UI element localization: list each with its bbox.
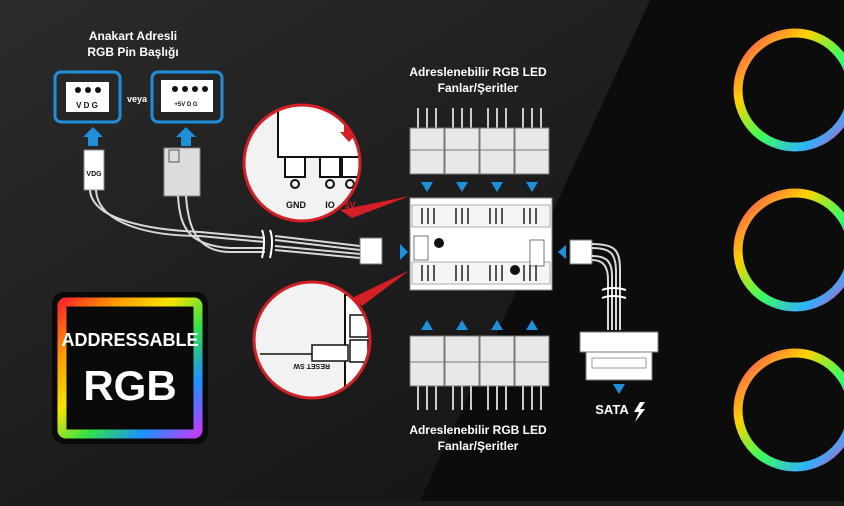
zoom-reset-switch: RESET SW — [252, 280, 372, 400]
addressable-rgb-badge: ADDRESSABLE RGB — [52, 292, 208, 444]
zoom1-pointer — [340, 196, 410, 218]
top-fans-title-line1: Adreslenebilir RGB LED — [409, 65, 547, 79]
header-vdg-label: V D G — [76, 101, 98, 110]
top-fan-connectors — [409, 108, 550, 175]
pin-5v-label: 5V — [344, 200, 355, 210]
header-5vdg-connector: +5V D G — [150, 70, 224, 124]
bottom-fans-title-line1: Adreslenebilir RGB LED — [409, 423, 547, 437]
bottom-fans-title-line2: Fanlar/Şeritler — [438, 439, 519, 453]
hub-input-plug — [359, 237, 383, 265]
top-fan-connector — [409, 108, 445, 175]
zoom-header-pins: GND IO 5V — [242, 103, 362, 223]
power-input-plug — [569, 239, 593, 265]
reset-sw-label: RESET SW — [293, 362, 330, 369]
sata-connector — [579, 331, 659, 381]
header-title-line2: RGB Pin Başlığı — [87, 45, 178, 59]
bottom-fan-arrows — [421, 320, 538, 330]
vdg-cable-label: VDG — [86, 171, 102, 178]
top-fan-arrows — [421, 182, 538, 192]
rgb-ring-bottom — [733, 348, 844, 472]
bottom-fan-connectors — [409, 335, 550, 410]
rgb-hub-board — [409, 197, 553, 291]
cable-break-mark — [261, 229, 273, 259]
sata-cable — [591, 243, 621, 330]
badge-line1: ADDRESSABLE — [61, 330, 198, 350]
top-fan-connector — [479, 108, 515, 175]
sata-arrow — [613, 384, 625, 394]
power-input-arrow — [558, 245, 566, 259]
hub-input-arrow — [400, 244, 408, 260]
rgb-ring-top — [733, 28, 844, 152]
top-fan-connector — [514, 108, 550, 175]
top-fans-title-line2: Fanlar/Şeritler — [438, 81, 519, 95]
header-title-line1: Anakart Adresli — [89, 29, 177, 43]
pin-io-label: IO — [325, 200, 335, 210]
5vdg-plug — [163, 147, 201, 197]
rgb-ring-middle — [733, 188, 844, 312]
header-vdg-connector: V D G — [53, 70, 122, 124]
bottom-fan-connector — [514, 335, 550, 410]
power-bolt-icon — [634, 402, 645, 422]
sata-cable-break — [601, 287, 627, 299]
bottom-fan-connector — [479, 335, 515, 410]
pin-gnd-label: GND — [286, 200, 307, 210]
main-cable — [89, 189, 361, 259]
vdg-plug: VDG — [83, 149, 105, 191]
badge-line2: RGB — [83, 362, 176, 409]
zoom2-pointer — [352, 270, 410, 306]
header-arrows — [83, 127, 196, 146]
bottom-fan-connector — [409, 335, 445, 410]
sata-label: SATA — [595, 402, 629, 417]
bottom-fan-connector — [444, 335, 480, 410]
or-label: veya — [127, 94, 148, 104]
header-5vdg-label: +5V D G — [174, 102, 198, 108]
top-fan-connector — [444, 108, 480, 175]
